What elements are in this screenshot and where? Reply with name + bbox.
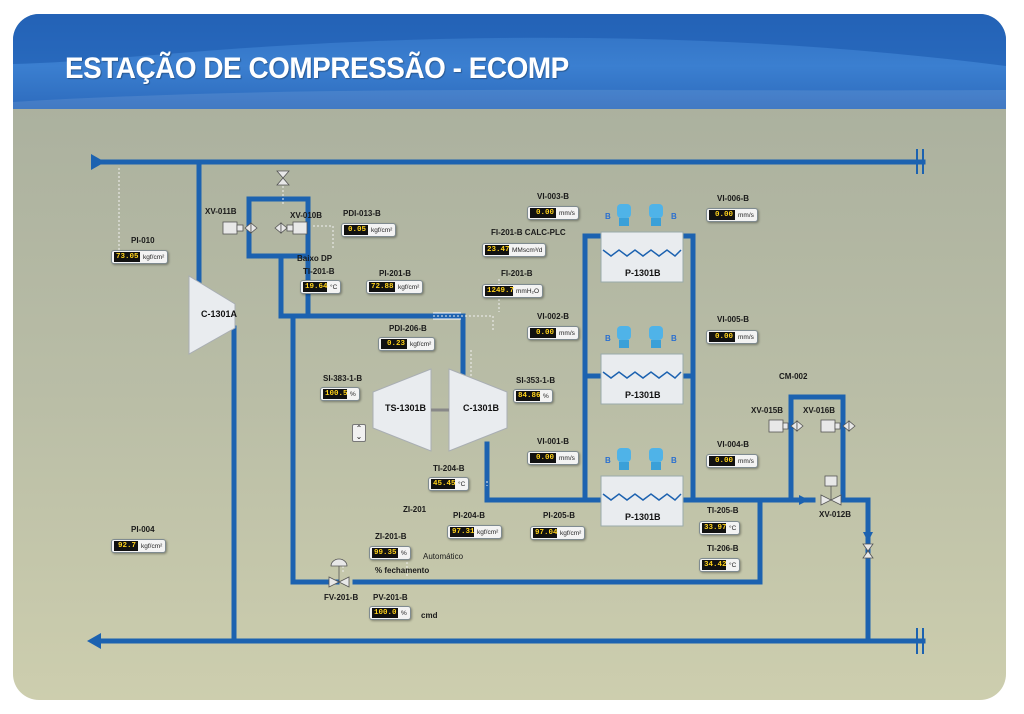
fechamento-note: % fechamento xyxy=(375,566,430,575)
pump-1-marker-b: B xyxy=(671,212,677,221)
pi201b-tag: PI-201-B xyxy=(379,269,412,278)
xv011b-label: XV-011B xyxy=(205,207,237,216)
si3531b-tag: SI-353-1-B xyxy=(516,376,556,385)
vi005b-tag: VI-005-B xyxy=(717,315,750,324)
xv015b-label: XV-015B xyxy=(751,406,784,415)
xv010b-label: XV-010B xyxy=(290,211,323,220)
si3531b-display[interactable]: 84.86% xyxy=(513,389,553,403)
fi201b-tag: FI-201-B xyxy=(501,269,533,278)
pump-3-label: P-1301B xyxy=(625,512,661,522)
ti204b-display[interactable]: 45.45°C xyxy=(428,477,470,491)
zi201b-display[interactable]: 99.35% xyxy=(369,546,411,560)
pump-2-marker-a: B xyxy=(605,334,611,343)
vi002b-tag: VI-002-B xyxy=(537,312,570,321)
valve-right-icon[interactable] xyxy=(862,543,874,559)
ti205b-tag: TI-205-B xyxy=(707,506,739,515)
pump-1-label: P-1301B xyxy=(625,268,661,278)
header-wave xyxy=(13,14,1006,109)
ti201b-display[interactable]: 19.64°C xyxy=(300,280,342,294)
pump-unit-2[interactable] xyxy=(600,326,684,405)
pump-2-marker-b: B xyxy=(671,334,677,343)
compressor-c1301a-shape[interactable] xyxy=(188,275,236,355)
si3831b-display[interactable]: 100.5% xyxy=(320,387,360,401)
pump-unit-1[interactable] xyxy=(600,204,684,283)
vi004b-tag: VI-004-B xyxy=(717,440,750,449)
pv201b-tag: PV-201-B xyxy=(373,593,408,602)
valve-fv201b-icon[interactable] xyxy=(328,558,350,588)
compressor-c1301b-shape[interactable] xyxy=(448,368,508,452)
speed-setpoint-stepper[interactable]: ⌃⌄ xyxy=(352,424,366,442)
process-panel: ESTAÇÃO DE COMPRESSÃO - ECOMP xyxy=(13,14,1006,700)
pi204b-tag: PI-204-B xyxy=(453,511,486,520)
vi003b-tag: VI-003-B xyxy=(537,192,570,201)
valve-xv016b-icon[interactable] xyxy=(820,419,856,433)
pump-3-marker-b: B xyxy=(671,456,677,465)
compressor-c1301b-label: C-1301B xyxy=(463,403,500,413)
pdi013b-tag: PDI-013-B xyxy=(343,209,381,218)
xv012b-label: XV-012B xyxy=(819,510,852,519)
inlet-arrow xyxy=(91,154,105,170)
baixo-dp-label: Baixo DP xyxy=(297,254,333,263)
turbine-label: TS-1301B xyxy=(385,403,427,413)
header-bar: ESTAÇÃO DE COMPRESSÃO - ECOMP xyxy=(13,14,1006,109)
piping-diagram xyxy=(87,149,926,654)
pi004-tag: PI-004 xyxy=(131,525,155,534)
pump-unit-3[interactable] xyxy=(600,448,684,527)
pump-1-marker-a: B xyxy=(605,212,611,221)
vi006b-tag: VI-006-B xyxy=(717,194,750,203)
valve-xv011b-icon[interactable] xyxy=(222,221,258,235)
zi201b-tag: ZI-201-B xyxy=(375,532,407,541)
pi010-tag: PI-010 xyxy=(131,236,155,245)
fi201bcalc-tag: FI-201-B CALC-PLC xyxy=(491,228,566,237)
cmd-note: cmd xyxy=(421,611,438,620)
ti206b-display[interactable]: 34.42°C xyxy=(699,558,741,572)
valve-xv015b-icon[interactable] xyxy=(768,419,804,433)
compressor-c1301a-label: C-1301A xyxy=(201,309,238,319)
pdi206b-tag: PDI-206-B xyxy=(389,324,427,333)
pump-3-marker-a: B xyxy=(605,456,611,465)
outlet-arrow xyxy=(87,633,101,649)
ti206b-tag: TI-206-B xyxy=(707,544,739,553)
pump-2-label: P-1301B xyxy=(625,390,661,400)
pv201b-display[interactable]: 100.0% xyxy=(369,606,411,620)
pi205b-tag: PI-205-B xyxy=(543,511,576,520)
automatico-note: Automático xyxy=(423,552,464,561)
ti205b-display[interactable]: 33.97°C xyxy=(699,521,741,535)
xv016b-label: XV-016B xyxy=(803,406,836,415)
ti201b-tag: TI-201-B xyxy=(303,267,335,276)
turbine-shape[interactable] xyxy=(372,368,432,452)
vi001b-tag: VI-001-B xyxy=(537,437,570,446)
valve-top-icon[interactable] xyxy=(276,170,290,186)
valve-xv010b-icon[interactable] xyxy=(274,221,308,235)
ti204b-tag: TI-204-B xyxy=(433,464,465,473)
fv201b-label: FV-201-B xyxy=(324,593,359,602)
zi201-note: ZI-201 xyxy=(403,505,427,514)
page-title: ESTAÇÃO DE COMPRESSÃO - ECOMP xyxy=(65,52,569,85)
valve-xv012b-icon[interactable] xyxy=(820,475,842,506)
si3831b-tag: SI-383-1-B xyxy=(323,374,363,383)
cm002-label: CM-002 xyxy=(779,372,808,381)
